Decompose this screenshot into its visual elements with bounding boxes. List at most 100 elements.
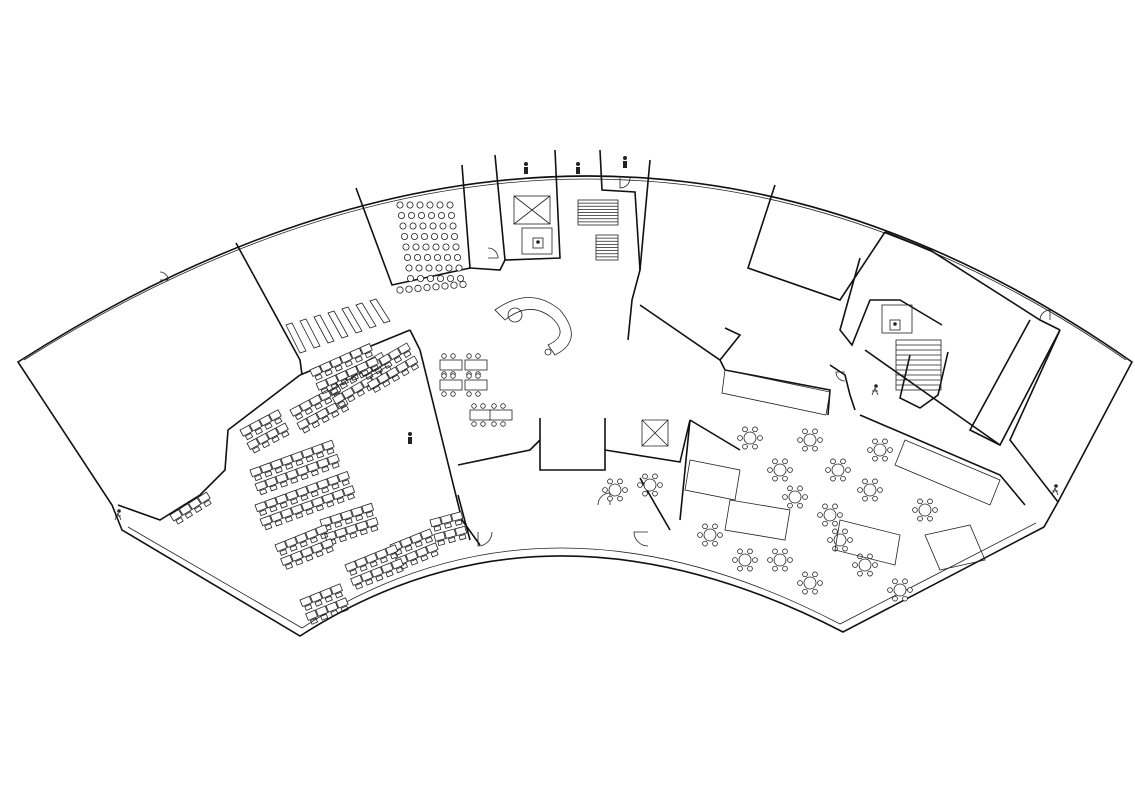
chair xyxy=(436,201,444,209)
table-set xyxy=(439,353,463,377)
chair xyxy=(427,211,435,219)
chair xyxy=(827,537,833,543)
chair xyxy=(642,473,648,480)
chair xyxy=(423,283,431,292)
desk xyxy=(325,402,339,415)
round-table xyxy=(893,583,907,597)
desk xyxy=(280,554,294,566)
desk xyxy=(258,414,273,427)
desk-chair xyxy=(304,407,313,416)
lecture-seat xyxy=(446,274,454,282)
desk xyxy=(395,360,409,374)
round-table xyxy=(863,483,877,497)
desk xyxy=(308,394,323,407)
chair xyxy=(822,520,828,527)
chair xyxy=(842,528,848,535)
desk xyxy=(275,422,289,435)
lecture-seat xyxy=(406,201,414,209)
desk-chair xyxy=(354,582,364,590)
chair xyxy=(867,570,873,577)
booth xyxy=(834,519,901,566)
desk-chair xyxy=(279,501,288,509)
round-table xyxy=(858,558,872,572)
chair xyxy=(797,485,803,492)
desk xyxy=(399,536,413,548)
table xyxy=(489,409,513,421)
round-table-set xyxy=(857,478,883,502)
lounge-seating xyxy=(924,524,986,571)
chair xyxy=(607,495,613,502)
desk-chair xyxy=(194,505,203,514)
desk xyxy=(254,501,268,513)
chair xyxy=(450,353,456,359)
desk-chair xyxy=(259,488,268,496)
chair xyxy=(422,243,430,251)
lecture-seat xyxy=(459,280,467,288)
desk-chair xyxy=(365,511,374,518)
lecture-seat xyxy=(419,222,427,230)
lecture-seat xyxy=(432,243,440,251)
desk-chair xyxy=(274,417,283,425)
desk-chair xyxy=(320,532,329,540)
desk-chair xyxy=(321,465,330,473)
desk-chair xyxy=(290,497,299,505)
desk-chair xyxy=(454,519,463,526)
chair xyxy=(637,482,643,488)
desk-chair xyxy=(404,544,413,552)
lecture-seat xyxy=(450,281,458,289)
round-table-set xyxy=(827,528,853,552)
desk xyxy=(360,570,374,582)
partition-wall xyxy=(968,319,1061,447)
chair xyxy=(426,274,434,282)
desk xyxy=(325,601,339,613)
chair xyxy=(652,490,658,497)
icon-head xyxy=(408,432,412,436)
desk-chair xyxy=(370,525,379,532)
lecture-seat xyxy=(410,232,418,240)
chair xyxy=(742,426,748,433)
desk-chair xyxy=(393,355,403,364)
chair xyxy=(857,487,863,493)
chair xyxy=(782,475,788,482)
desk-chair xyxy=(401,368,410,377)
lecture-seat xyxy=(440,232,448,240)
desk xyxy=(378,353,392,366)
desk-chair xyxy=(311,420,320,429)
desk-chair xyxy=(347,394,356,403)
desk xyxy=(256,432,270,445)
desk xyxy=(375,548,389,560)
partition-wall xyxy=(419,349,481,546)
desk xyxy=(315,605,329,617)
desk-chair xyxy=(341,479,350,487)
chair xyxy=(480,421,486,427)
lecture-seat xyxy=(417,211,425,219)
desk-chair xyxy=(334,591,344,599)
desk-chair xyxy=(314,373,323,381)
partition-wall xyxy=(1009,329,1061,503)
desk xyxy=(429,516,442,528)
chair xyxy=(840,458,846,465)
desk-cluster xyxy=(309,343,380,395)
chair xyxy=(455,264,463,272)
desk-chair xyxy=(430,550,439,558)
chair xyxy=(932,507,938,513)
chair xyxy=(802,445,808,452)
chair xyxy=(757,435,763,441)
desk xyxy=(440,514,453,525)
desk xyxy=(337,470,350,482)
desk xyxy=(405,355,419,368)
icon-body xyxy=(408,437,412,444)
desk-chair xyxy=(382,379,391,388)
desk-chair xyxy=(290,477,299,484)
chair xyxy=(812,588,818,595)
icon-head xyxy=(1054,484,1058,488)
chair xyxy=(459,280,467,288)
lecture-seat xyxy=(426,274,434,282)
partition-wall xyxy=(494,149,561,261)
desk-chair xyxy=(364,351,373,359)
desk-chair xyxy=(448,536,456,544)
desk-cluster xyxy=(249,439,340,496)
chair xyxy=(887,447,893,453)
chair xyxy=(797,437,803,443)
